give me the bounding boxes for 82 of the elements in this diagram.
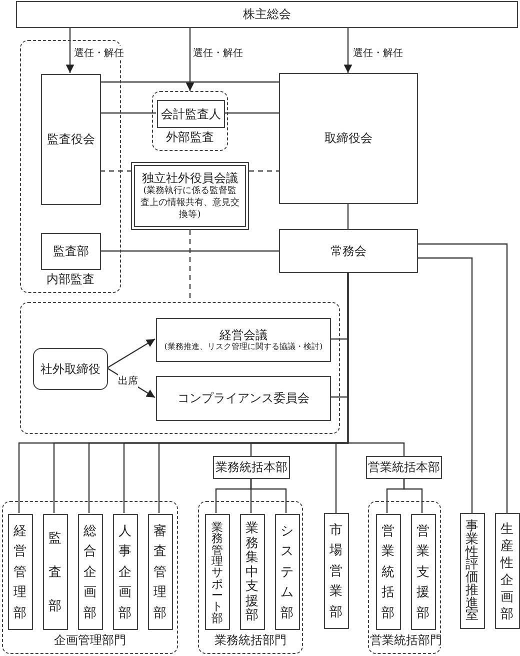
vertical-box	[460, 513, 485, 629]
vertical-box	[148, 514, 173, 630]
box-label: 監査部	[53, 244, 89, 259]
org-box	[41, 74, 101, 205]
vertical-box	[8, 514, 33, 630]
connector-line	[403, 479, 423, 513]
vertical-box	[78, 514, 103, 630]
arrow	[66, 28, 74, 73]
box-note: (業務執行に係る監督監査上の情報共有、意見交換等)	[140, 184, 240, 222]
vertical-label: 人事企画部	[118, 523, 132, 623]
box-label: コンプライアンス委員会	[178, 391, 310, 406]
vertical-label: 業務管理サポート部	[211, 522, 224, 624]
org-box	[279, 73, 418, 204]
vertical-label: 営業支援部	[416, 523, 430, 623]
edge-label: 選任・解任	[353, 46, 403, 60]
box-label: 独立社外役員会議	[142, 170, 238, 185]
vertical-label: 審査管理部	[153, 523, 168, 623]
vertical-box	[113, 514, 138, 630]
group-label: 企画管理部門	[53, 633, 127, 647]
org-box	[156, 376, 331, 421]
group-label: 営業統括部門	[369, 633, 443, 647]
org-box	[16, 1, 518, 28]
connector-line	[347, 204, 349, 229]
connector-line	[224, 112, 279, 114]
edge-label: 出席	[118, 374, 138, 388]
org-box	[156, 318, 331, 362]
edge-label: 選任・解任	[74, 46, 124, 60]
vertical-box	[240, 514, 265, 630]
vertical-box	[205, 514, 230, 630]
dashed-group	[2, 501, 178, 654]
box-label: 取締役会	[324, 131, 372, 146]
double-bordered-box	[131, 162, 249, 230]
vertical-box	[275, 514, 300, 630]
connector-line	[100, 250, 279, 252]
dashed-group	[20, 302, 340, 434]
connector-line	[100, 112, 156, 114]
org-box	[213, 456, 290, 479]
edge-label: 選任・解任	[193, 46, 243, 60]
arrow	[344, 28, 352, 73]
box-label: 株主総会	[243, 7, 291, 22]
connector-line	[100, 81, 279, 83]
vertical-label: 生産性企画部	[500, 521, 514, 623]
dashed-group	[198, 501, 303, 654]
box-label: 営業統括本部	[368, 460, 440, 475]
vertical-box	[376, 514, 401, 630]
rounded-box	[33, 348, 108, 390]
vertical-label: 営業統括部	[381, 523, 396, 623]
org-box	[41, 233, 101, 270]
vertical-label: 業務集中支援部	[245, 522, 260, 624]
box-label: 社外取締役	[40, 362, 100, 376]
arrow	[186, 28, 194, 91]
box-label: 会計監査人	[161, 106, 221, 122]
vertical-box	[324, 513, 349, 629]
connector-line	[418, 257, 473, 513]
vertical-box	[495, 513, 520, 629]
vertical-label: システム部	[280, 523, 294, 623]
vertical-label: 事業性評価推進室	[465, 521, 480, 623]
connector-line	[347, 273, 405, 456]
box-label: 常務会	[330, 244, 366, 258]
dashed-group	[152, 91, 228, 151]
vertical-label: 経営管理部	[13, 523, 28, 623]
group-label: 業務統括部門	[214, 633, 288, 647]
connector-line	[250, 479, 287, 513]
vertical-box	[411, 514, 436, 630]
vertical-label: 市場営業部	[329, 522, 344, 622]
dashed-connector	[249, 170, 279, 172]
connector-line	[418, 243, 508, 513]
org-box	[366, 456, 442, 479]
box-label: 監査役会	[47, 132, 95, 147]
dashed-group	[368, 501, 441, 654]
org-box	[279, 229, 418, 273]
box-label: 経営会議	[220, 328, 268, 342]
org-box	[157, 100, 225, 128]
dashed-connector	[100, 170, 131, 172]
group-label: 内部監査	[46, 272, 96, 286]
box-label: 業務統括本部	[216, 460, 288, 475]
vertical-box	[43, 514, 68, 630]
vertical-label: 総合企画部	[83, 523, 98, 623]
vertical-label: 監査部	[48, 530, 62, 616]
group-label: 外部監査	[165, 130, 215, 144]
box-note: (業務推進、リスク管理に関する協議・検討)	[164, 342, 323, 352]
arrow	[106, 338, 156, 369]
